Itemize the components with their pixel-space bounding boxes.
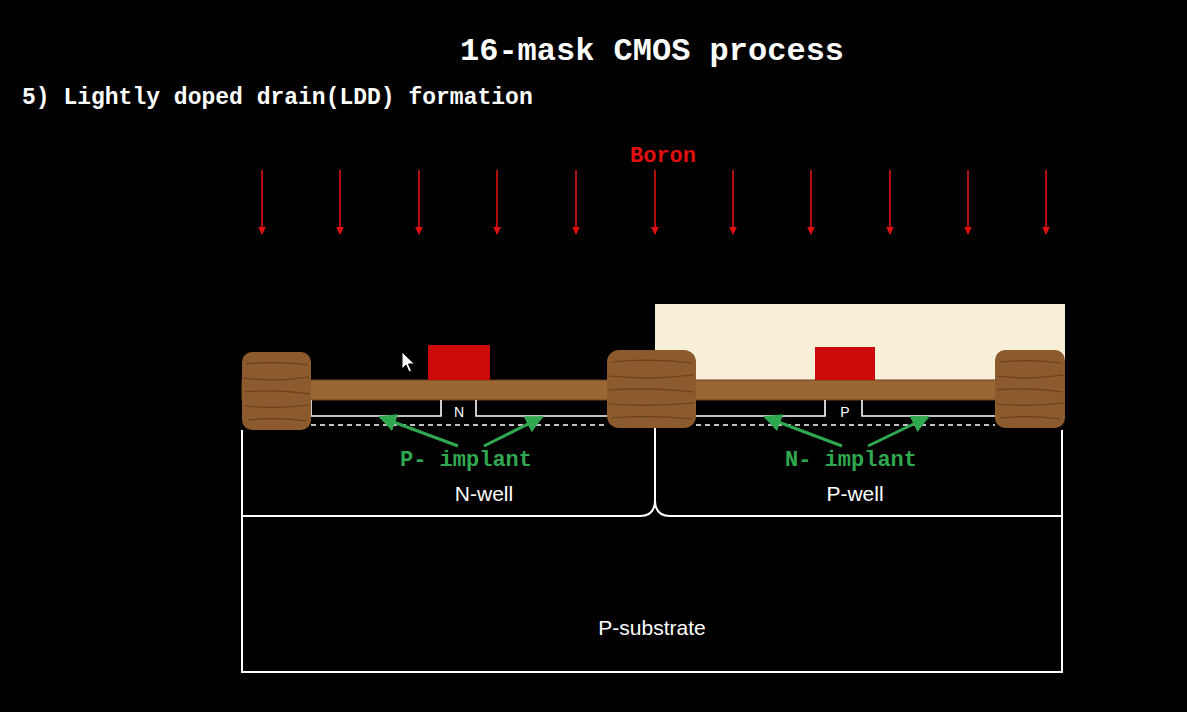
step-heading: 5) Lightly doped drain(LDD) formation [22,85,533,111]
implant-arrows [262,170,1046,234]
leader-lines [380,417,928,446]
implant-label: N- implant [785,448,917,473]
implant-label: P- implant [400,448,532,473]
well-region: P-well [655,430,1062,516]
region-name: P-well [826,482,883,506]
mouse-cursor [402,352,415,372]
substrate-region: P-substrate N-well P-well [242,425,1062,672]
region-label: N [454,404,464,420]
dopant-label: Boron [630,144,696,169]
slide-title: 16-mask CMOS process [460,34,844,71]
substrate-outline [242,428,1062,672]
field-oxide [242,350,1065,430]
region-name: N-well [455,482,513,506]
polysilicon-gate [428,345,875,380]
region-label: P [840,404,849,420]
region-name: P-substrate [598,616,705,640]
well-region: N-well [242,430,655,516]
